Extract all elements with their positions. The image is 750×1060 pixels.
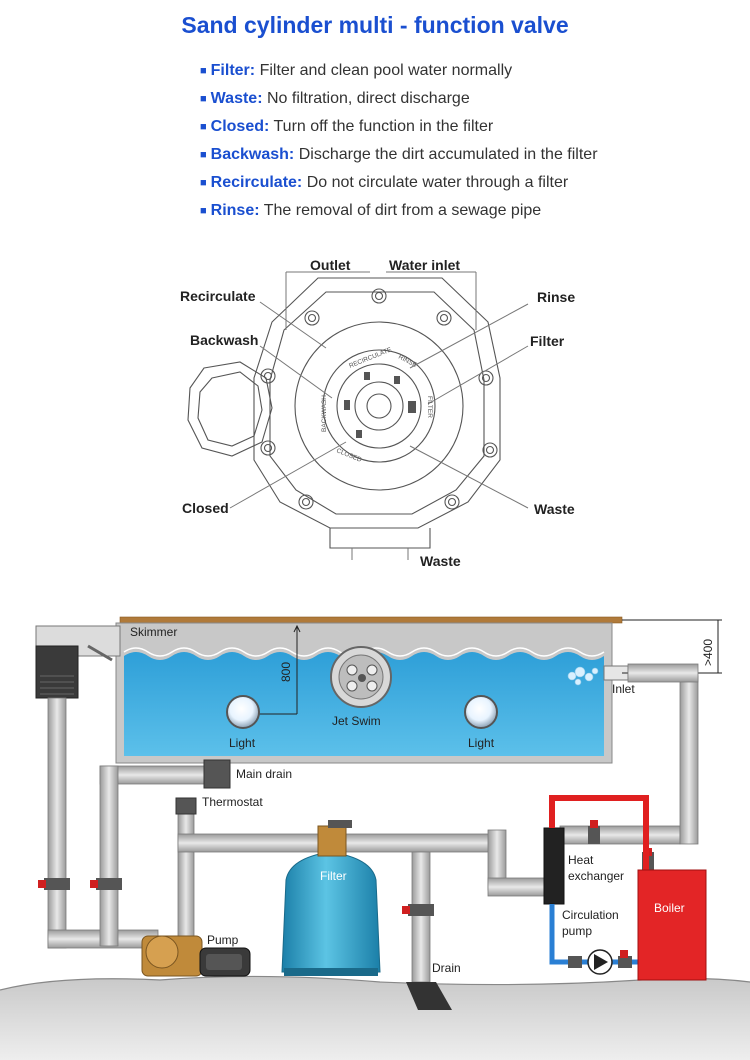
- feature-rinse: ■Rinse: The removal of dirt from a sewag…: [200, 202, 541, 220]
- label-boiler: Boiler: [654, 901, 685, 915]
- boiler-icon: [637, 869, 707, 981]
- valve-waste-port: [329, 528, 431, 549]
- valve-dial-ring-2: [336, 363, 422, 449]
- filter-tank-icon: [281, 820, 381, 976]
- label-main-drain: Main drain: [236, 767, 292, 781]
- bullet-icon: ■: [200, 177, 207, 189]
- hot-water-pipe: [549, 795, 649, 872]
- label-jet-swim: Jet Swim: [332, 714, 381, 728]
- label-depth: 800: [279, 662, 293, 682]
- label-heat-exchanger-2: exchanger: [568, 869, 624, 883]
- feature-desc: Discharge the dirt accumulated in the fi…: [298, 146, 598, 163]
- label-inlet: Inlet: [612, 682, 635, 696]
- pool-deck: [119, 616, 623, 624]
- label-light-right: Light: [468, 736, 495, 750]
- dial-text-filter: FILTER: [426, 396, 433, 418]
- bullet-icon: ■: [200, 149, 207, 161]
- label-closed: Closed: [182, 500, 229, 516]
- feature-desc: No filtration, direct discharge: [266, 90, 470, 107]
- label-waste-right: Waste: [534, 501, 575, 517]
- valve-bolt-holes: [260, 288, 498, 510]
- valve-outer-body: [253, 277, 501, 529]
- feature-recirculate: ■Recirculate: Do not circulate water thr…: [200, 174, 568, 192]
- skimmer-flap: [87, 644, 113, 662]
- dial-text-recirculate: RECIRCULATE: [348, 346, 393, 370]
- label-height-note: >400: [701, 639, 715, 666]
- drain-outlet: [406, 982, 452, 1010]
- pump-icon: [141, 935, 251, 977]
- bullet-icon: ■: [200, 93, 207, 105]
- label-skimmer: Skimmer: [130, 625, 177, 639]
- page-title: Sand cylinder multi - function valve: [181, 12, 569, 38]
- feature-name: Filter:: [210, 62, 256, 79]
- label-circulation-pump-1: Circulation: [562, 908, 619, 922]
- valve-hub-inner: [366, 393, 392, 419]
- bullet-icon: ■: [200, 121, 207, 133]
- label-recirculate: Recirculate: [180, 288, 256, 304]
- valve-position-markers: [344, 372, 416, 438]
- label-waste-bottom: Waste: [420, 553, 461, 569]
- feature-backwash: ■Backwash: Discharge the dirt accumulate…: [200, 146, 598, 164]
- valve-leader-lines: [229, 271, 529, 560]
- feature-desc: Filter and clean pool water normally: [259, 62, 513, 79]
- feature-name: Rinse:: [210, 202, 260, 219]
- jet-swim-icon: [330, 646, 392, 708]
- valve-hub: [354, 381, 404, 431]
- circulation-pump-icon: [568, 949, 632, 975]
- label-thermostat: Thermostat: [202, 795, 263, 809]
- pipes: [47, 663, 699, 983]
- label-water-inlet: Water inlet: [389, 257, 460, 273]
- valve-inner-body: [269, 291, 485, 515]
- feature-filter: ■Filter: Filter and clean pool water nor…: [200, 62, 512, 80]
- label-filter: Filter: [530, 333, 565, 349]
- valve-side-port: [187, 361, 273, 457]
- feature-desc: The removal of dirt from a sewage pipe: [263, 202, 542, 219]
- inlet-bubbles-icon: [567, 666, 599, 686]
- label-filter-tank: Filter: [320, 869, 347, 883]
- feature-name: Recirculate:: [210, 174, 303, 191]
- bullet-icon: ■: [200, 205, 207, 217]
- feature-desc: Do not circulate water through a filter: [306, 174, 569, 191]
- dial-text-backwash: BACKWASH: [321, 395, 328, 432]
- valve-dial-ring: [322, 349, 436, 463]
- thermostat-icon: [175, 797, 197, 815]
- feature-closed: ■Closed: Turn off the function in the fi…: [200, 118, 493, 136]
- label-backwash: Backwash: [190, 332, 258, 348]
- feature-name: Backwash:: [210, 146, 295, 163]
- label-pump: Pump: [207, 933, 239, 947]
- light-left-icon: [226, 695, 260, 729]
- main-drain-fitting: [203, 759, 231, 789]
- skimmer-grille: [40, 675, 74, 695]
- valve-diagram: [187, 271, 529, 560]
- label-light-left: Light: [229, 736, 256, 750]
- valve-side-port-inner: [197, 371, 263, 447]
- light-right-icon: [464, 695, 498, 729]
- label-heat-exchanger-1: Heat: [568, 853, 594, 867]
- skimmer-body: [35, 645, 79, 699]
- feature-name: Closed:: [210, 118, 270, 135]
- valve-dial-outer: [294, 321, 464, 491]
- dial-text-rinse: RINSE: [397, 354, 418, 370]
- heat-exchanger-icon: [543, 827, 565, 905]
- ground: [0, 976, 750, 1060]
- feature-name: Waste:: [210, 90, 263, 107]
- label-drain: Drain: [432, 961, 461, 975]
- feature-desc: Turn off the function in the filter: [273, 118, 494, 135]
- feature-waste: ■Waste: No filtration, direct discharge: [200, 90, 470, 108]
- label-outlet: Outlet: [310, 257, 351, 273]
- label-rinse: Rinse: [537, 289, 575, 305]
- label-circulation-pump-2: pump: [562, 924, 592, 938]
- dial-text-closed: CLOSED: [335, 447, 363, 464]
- bullet-icon: ■: [200, 65, 207, 77]
